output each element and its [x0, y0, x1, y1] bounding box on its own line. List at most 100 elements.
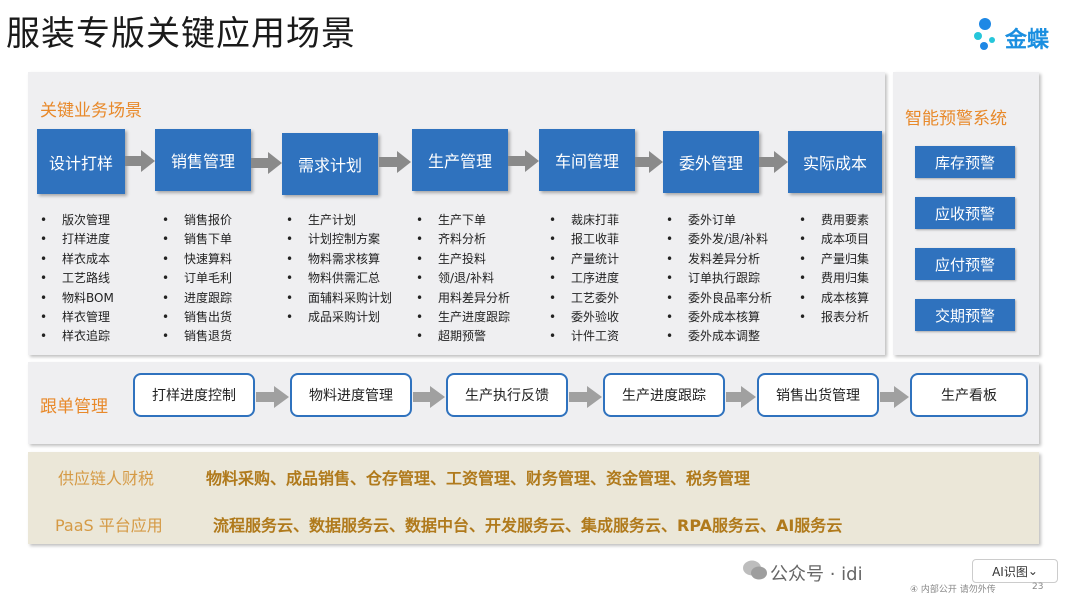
step-workshop: 车间管理	[539, 129, 635, 191]
wechat-watermark: 公众号 · idi	[770, 564, 863, 585]
list-item: 成本项目	[799, 230, 869, 249]
tracking-step: 物料进度管理	[290, 373, 412, 417]
list-item: 物料需求核算	[286, 250, 392, 269]
key-scenarios-title: 关键业务场景	[40, 101, 142, 121]
list-item: 生产投料	[416, 250, 510, 269]
workshop-items: 裁床打菲 报工收菲 产量统计 工序进度 工艺委外 委外验收 计件工资	[549, 211, 619, 347]
list-item: 费用归集	[799, 269, 869, 288]
arrow-right-icon	[508, 150, 539, 172]
arrow-right-icon	[635, 151, 663, 173]
list-item: 订单毛利	[162, 269, 232, 288]
warning-title: 智能预警系统	[905, 109, 1007, 129]
list-item: 打样进度	[40, 230, 114, 249]
logo-text: 金蝶	[1005, 28, 1050, 53]
list-item: 面辅料采购计划	[286, 289, 392, 308]
list-item: 样衣追踪	[40, 327, 114, 346]
supply-panel	[28, 452, 1039, 544]
list-item: 工序进度	[549, 269, 619, 288]
list-item: 领/退/补料	[416, 269, 510, 288]
arrow-right-icon	[569, 386, 602, 408]
list-item: 裁床打菲	[549, 211, 619, 230]
list-item: 生产进度跟踪	[416, 308, 510, 327]
page-number: 23	[1032, 582, 1044, 592]
arrow-right-icon	[880, 386, 909, 408]
list-item: 样衣成本	[40, 250, 114, 269]
step-outsourcing: 委外管理	[663, 131, 759, 193]
arrow-right-icon	[251, 152, 282, 174]
inventory-warning-button: 库存预警	[915, 146, 1015, 178]
chevron-down-icon: ⌄	[1027, 564, 1038, 578]
list-item: 成本核算	[799, 289, 869, 308]
list-item: 销售出货	[162, 308, 232, 327]
list-item: 报工收菲	[549, 230, 619, 249]
list-item: 计件工资	[549, 327, 619, 346]
list-item: 产量统计	[549, 250, 619, 269]
list-item: 工艺路线	[40, 269, 114, 288]
list-item: 委外订单	[666, 211, 772, 230]
arrow-right-icon	[379, 151, 411, 173]
list-item: 费用要素	[799, 211, 869, 230]
step-production: 生产管理	[412, 129, 508, 191]
list-item: 委外良品率分析	[666, 289, 772, 308]
cost-items: 费用要素 成本项目 产量归集 费用归集 成本核算 报表分析	[799, 211, 869, 327]
paas-label: PaaS 平台应用	[55, 516, 163, 535]
payable-warning-button: 应付预警	[915, 248, 1015, 280]
tracking-step: 打样进度控制	[133, 373, 255, 417]
list-item: 报表分析	[799, 308, 869, 327]
arrow-right-icon	[125, 150, 155, 172]
tracking-step: 生产进度跟踪	[603, 373, 725, 417]
list-item: 委外成本调整	[666, 327, 772, 346]
list-item: 生产下单	[416, 211, 510, 230]
list-item: 销售退货	[162, 327, 232, 346]
arrow-right-icon	[256, 386, 289, 408]
step-planning: 需求计划	[282, 133, 378, 195]
tracking-title: 跟单管理	[40, 397, 108, 417]
arrow-right-icon	[413, 386, 445, 408]
ai-image-button[interactable]: AI识图 ⌄	[972, 559, 1058, 583]
list-item: 产量归集	[799, 250, 869, 269]
list-item: 进度跟踪	[162, 289, 232, 308]
tracking-step: 生产执行反馈	[446, 373, 568, 417]
list-item: 发料差异分析	[666, 250, 772, 269]
list-item: 快速算料	[162, 250, 232, 269]
list-item: 齐料分析	[416, 230, 510, 249]
list-item: 订单执行跟踪	[666, 269, 772, 288]
step-actual-cost: 实际成本	[788, 131, 882, 193]
planning-items: 生产计划 计划控制方案 物料需求核算 物料供需汇总 面辅料采购计划 成品采购计划	[286, 211, 392, 327]
arrow-right-icon	[759, 151, 788, 173]
list-item: 计划控制方案	[286, 230, 392, 249]
list-item: 销售下单	[162, 230, 232, 249]
list-item: 工艺委外	[549, 289, 619, 308]
sales-items: 销售报价 销售下单 快速算料 订单毛利 进度跟踪 销售出货 销售退货	[162, 211, 232, 347]
list-item: 样衣管理	[40, 308, 114, 327]
list-item: 版次管理	[40, 211, 114, 230]
kingdee-logo-icon	[974, 18, 995, 50]
production-items: 生产下单 齐料分析 生产投料 领/退/补料 用料差异分析 生产进度跟踪 超期预警	[416, 211, 510, 347]
list-item: 委外成本核算	[666, 308, 772, 327]
delivery-warning-button: 交期预警	[915, 299, 1015, 331]
tracking-step: 销售出货管理	[757, 373, 879, 417]
page-title: 服装专版关键应用场景	[6, 14, 356, 54]
wechat-icon	[743, 560, 767, 580]
paas-text: 流程服务云、数据服务云、数据中台、开发服务云、集成服务云、RPA服务云、AI服务…	[213, 516, 843, 535]
receivable-warning-button: 应收预警	[915, 197, 1015, 229]
tracking-step: 生产看板	[910, 373, 1028, 417]
list-item: 用料差异分析	[416, 289, 510, 308]
list-item: 委外发/退/补料	[666, 230, 772, 249]
list-item: 生产计划	[286, 211, 392, 230]
list-item: 超期预警	[416, 327, 510, 346]
list-item: 物料供需汇总	[286, 269, 392, 288]
design-items: 版次管理 打样进度 样衣成本 工艺路线 物料BOM 样衣管理 样衣追踪	[40, 211, 114, 347]
ai-button-label: AI识图	[992, 564, 1028, 579]
supply-label: 供应链人财税	[58, 469, 155, 488]
step-sales: 销售管理	[155, 129, 251, 191]
list-item: 物料BOM	[40, 289, 114, 308]
list-item: 成品采购计划	[286, 308, 392, 327]
outsourcing-items: 委外订单 委外发/退/补料 发料差异分析 订单执行跟踪 委外良品率分析 委外成本…	[666, 211, 772, 347]
supply-text: 物料采购、成品销售、仓存管理、工资管理、财务管理、资金管理、税务管理	[206, 469, 751, 488]
list-item: 委外验收	[549, 308, 619, 327]
footnote: ④ 内部公开 请勿外传	[910, 585, 996, 595]
list-item: 销售报价	[162, 211, 232, 230]
arrow-right-icon	[726, 386, 756, 408]
step-design: 设计打样	[37, 129, 125, 194]
